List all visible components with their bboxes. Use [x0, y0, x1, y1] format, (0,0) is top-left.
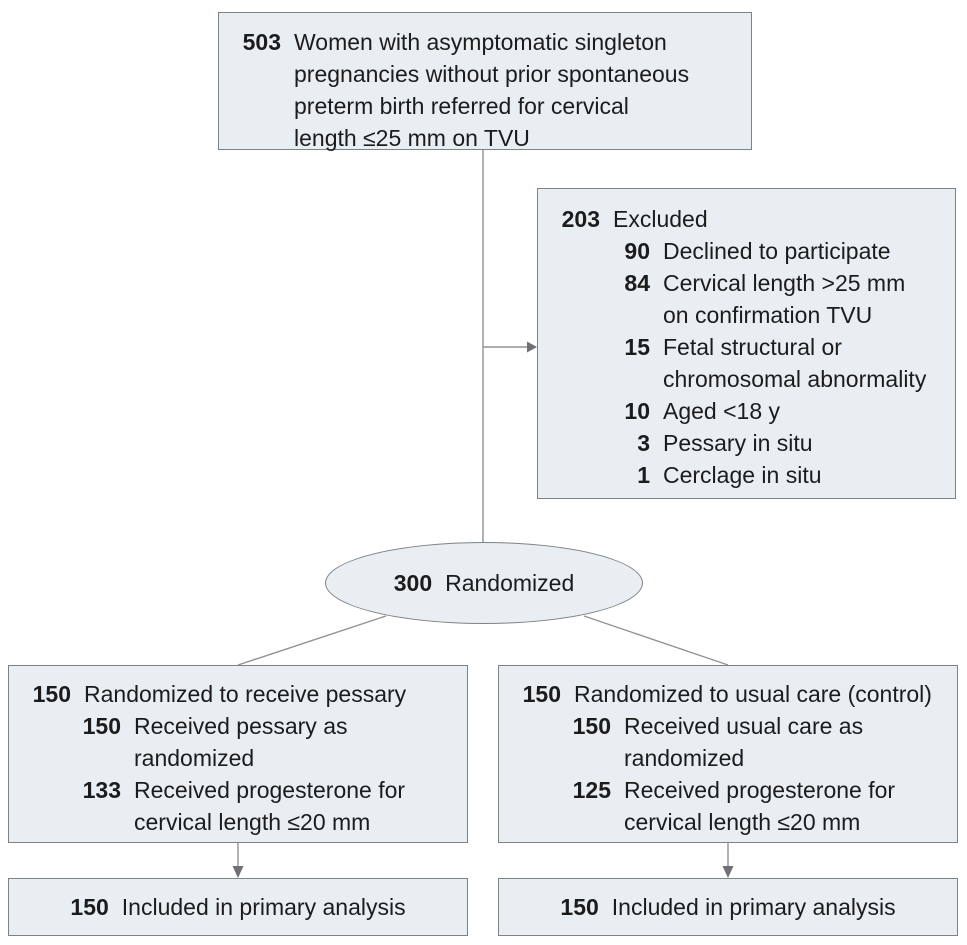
- count-value: 150: [82, 713, 121, 739]
- flow-row: 3 Pessary in situ: [554, 427, 943, 459]
- flow-row: 503 Women with asymptomatic singleton pr…: [235, 26, 739, 154]
- item-label: Aged <18 y: [663, 398, 781, 424]
- control-arm-box: 150 Randomized to usual care (control) 1…: [498, 665, 958, 843]
- flow-row: 90 Declined to participate: [554, 235, 943, 267]
- flow-row: 203 Excluded: [554, 203, 943, 235]
- enrollment-box: 503 Women with asymptomatic singleton pr…: [218, 12, 752, 151]
- flow-row: 10 Aged <18 y: [554, 395, 943, 427]
- arrowhead-down-icon: [232, 866, 244, 878]
- item-label: Excluded: [613, 206, 708, 232]
- flow-row: 150 Received pessary as randomized: [25, 710, 455, 774]
- count-value: 150: [522, 681, 561, 707]
- count-value: 503: [242, 29, 281, 55]
- item-label: Received progesterone for cervical lengt…: [134, 777, 406, 835]
- pessary-arm-box: 150 Randomized to receive pessary 150 Re…: [8, 665, 468, 843]
- count-value: 133: [82, 777, 121, 803]
- arrowhead-right-icon: [527, 341, 537, 353]
- connector-randomized-to-control-arm: [583, 615, 729, 666]
- flow-row: 300 Randomized: [394, 567, 575, 599]
- flow-row: 150 Included in primary analysis: [560, 891, 895, 923]
- randomized-ellipse: 300 Randomized: [325, 542, 643, 624]
- control-analysis-box: 150 Included in primary analysis: [498, 878, 958, 936]
- flow-row: 1 Cerclage in situ: [554, 459, 943, 491]
- item-label: Randomized to receive pessary: [84, 681, 407, 707]
- item-label: Randomized: [445, 570, 575, 596]
- item-label: Cervical length >25 mm on confirmation T…: [663, 270, 906, 328]
- arrowhead-down-icon: [722, 866, 734, 878]
- count-value: 150: [560, 894, 599, 920]
- count-value: 150: [572, 713, 611, 739]
- pessary-analysis-box: 150 Included in primary analysis: [8, 878, 468, 936]
- connector-randomized-to-pessary-arm: [237, 615, 387, 666]
- count-value: 84: [624, 270, 650, 296]
- flow-row: 84 Cervical length >25 mm on confirmatio…: [554, 267, 943, 331]
- item-label: Cerclage in situ: [663, 462, 822, 488]
- count-value: 150: [70, 894, 109, 920]
- item-label: Declined to participate: [663, 238, 891, 264]
- item-label: Received progesterone for cervical lengt…: [624, 777, 896, 835]
- count-value: 125: [572, 777, 611, 803]
- count-value: 15: [624, 334, 650, 360]
- item-label: Received usual care as randomized: [624, 713, 864, 771]
- flow-row: 133 Received progesterone for cervical l…: [25, 774, 455, 838]
- flow-row: 150 Randomized to usual care (control): [515, 678, 945, 710]
- item-label: Included in primary analysis: [611, 894, 896, 920]
- count-value: 3: [637, 430, 650, 456]
- flow-row: 150 Randomized to receive pessary: [25, 678, 455, 710]
- count-value: 300: [393, 570, 433, 596]
- item-label: Received pessary as randomized: [134, 713, 348, 771]
- item-label: Women with asymptomatic singleton pregna…: [294, 29, 690, 151]
- flow-row: 125 Received progesterone for cervical l…: [515, 774, 945, 838]
- item-label: Pessary in situ: [663, 430, 813, 456]
- excluded-box: 203 Excluded 90 Declined to participate …: [537, 188, 956, 499]
- count-value: 1: [637, 462, 650, 488]
- flow-row: 15 Fetal structural or chromosomal abnor…: [554, 331, 943, 395]
- item-label: Included in primary analysis: [121, 894, 406, 920]
- item-label: Fetal structural or chromosomal abnormal…: [663, 334, 927, 392]
- count-value: 203: [561, 206, 600, 232]
- flow-row: 150 Received usual care as randomized: [515, 710, 945, 774]
- flow-row: 150 Included in primary analysis: [70, 891, 405, 923]
- count-value: 150: [32, 681, 71, 707]
- item-label: Randomized to usual care (control): [574, 681, 932, 707]
- count-value: 90: [624, 238, 650, 264]
- count-value: 10: [624, 398, 650, 424]
